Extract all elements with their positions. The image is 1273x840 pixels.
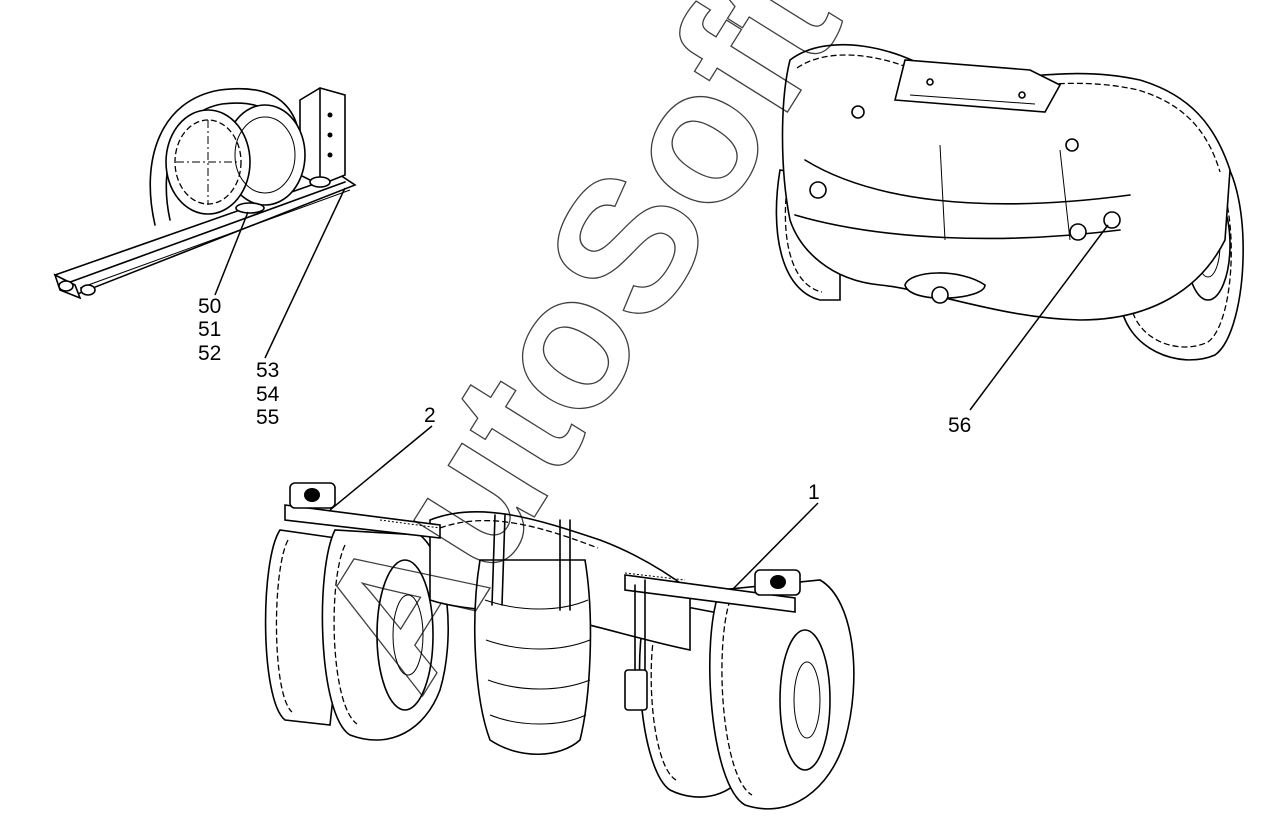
leader-2 xyxy=(329,425,433,511)
leader-50 xyxy=(214,211,249,296)
callout-50: 50 xyxy=(198,295,221,318)
callout-51: 51 xyxy=(198,318,221,341)
lamp-bracket-assembly xyxy=(53,87,357,300)
leader-1 xyxy=(731,502,819,591)
leader-53 xyxy=(264,187,346,359)
rear-counterweight-assembly xyxy=(775,43,1244,361)
callout-55: 55 xyxy=(256,406,279,429)
callout-56: 56 xyxy=(948,414,971,437)
rear-axle-assembly xyxy=(264,482,855,810)
callout-labels: 50 51 52 53 54 55 56 2 1 xyxy=(198,295,971,504)
leader-56 xyxy=(969,224,1109,411)
callout-2: 2 xyxy=(424,404,436,427)
callout-53: 53 xyxy=(256,359,279,382)
leader-lines xyxy=(214,187,1109,591)
callout-54: 54 xyxy=(256,383,280,406)
callout-1: 1 xyxy=(808,481,820,504)
callout-52: 52 xyxy=(198,342,221,365)
